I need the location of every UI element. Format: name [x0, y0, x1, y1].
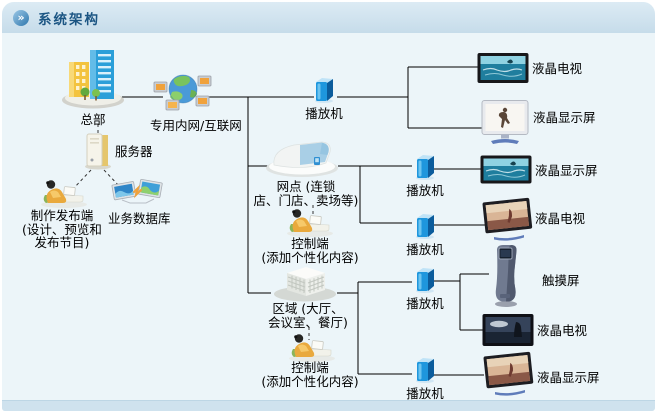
area-control-label: 控制端 (添加个性化内容) — [261, 360, 359, 389]
server-label: 服务器 — [115, 144, 153, 159]
node-label: 播放机 — [406, 386, 444, 401]
node-area-control — [286, 332, 338, 366]
player-box-icon — [413, 358, 437, 387]
lcd-monitor-icon — [481, 100, 529, 150]
lcd-tv-icon — [480, 155, 532, 189]
display-label: 液晶显示屏 — [535, 163, 598, 178]
node-display-4 — [482, 197, 534, 247]
headquarters-buildings-icon — [60, 50, 126, 113]
lcd-tv-icon — [482, 314, 534, 352]
branch-label: 网点 (连锁 店、门店、卖场等) — [253, 179, 359, 208]
database-label: 业务数据库 — [108, 211, 171, 226]
internet-globe-icon — [153, 74, 213, 119]
node-display-1 — [477, 52, 529, 88]
player-box-icon — [413, 155, 437, 184]
lcd-tv-tilted-icon — [483, 351, 535, 402]
node-player-4: 播放机 — [402, 266, 448, 311]
lcd-tv-tilted-icon — [482, 197, 534, 247]
node-headquarters: 总部 — [60, 47, 126, 127]
area-label: 区域 (大厅、 会议室、餐厅) — [268, 301, 348, 330]
display-label: 液晶显示屏 — [533, 110, 596, 125]
node-network: 专用内网/互联网 — [150, 71, 242, 133]
panel-footer — [2, 400, 655, 411]
node-database — [110, 176, 164, 212]
node-label: 播放机 — [406, 183, 444, 198]
control-terminal-icon — [286, 334, 338, 366]
node-label: 总部 — [80, 112, 106, 127]
node-label: 播放机 — [406, 296, 444, 311]
section-titlebar: » 系统架构 — [2, 2, 655, 33]
player-box-icon — [413, 268, 437, 297]
display-label: 液晶电视 — [537, 323, 588, 338]
node-player-5: 播放机 — [402, 356, 448, 401]
player-box-icon — [312, 78, 336, 107]
display-label: 触摸屏 — [542, 273, 580, 288]
node-player-1: 播放机 — [301, 76, 347, 121]
branch-store-icon — [264, 141, 340, 182]
producer-workstation-icon — [38, 180, 90, 212]
display-label: 液晶电视 — [532, 61, 583, 76]
node-label: 播放机 — [406, 242, 444, 257]
database-monitors-icon — [110, 178, 164, 212]
node-display-2 — [481, 100, 529, 150]
display-label: 液晶显示屏 — [537, 370, 600, 385]
node-branch-control — [284, 207, 336, 241]
branch-control-label: 控制端 (添加个性化内容) — [261, 236, 359, 265]
display-label: 液晶电视 — [535, 211, 586, 226]
producer-label: 制作发布端 (设计、预览和 发布节目) — [22, 208, 102, 250]
lcd-tv-icon — [477, 53, 529, 88]
node-display-5 — [488, 242, 524, 312]
node-label: 播放机 — [305, 106, 343, 121]
page-title: 系统架构 — [38, 11, 100, 28]
node-label: 专用内网/互联网 — [150, 118, 242, 133]
node-player-2: 播放机 — [402, 153, 448, 198]
node-player-3: 播放机 — [402, 212, 448, 257]
node-display-6 — [482, 312, 534, 352]
node-area-building — [270, 264, 340, 306]
arrow-circle-icon: » — [13, 9, 29, 26]
node-display-3 — [480, 155, 532, 189]
area-building-icon — [270, 267, 340, 306]
player-box-icon — [413, 214, 437, 243]
control-terminal-icon — [284, 209, 336, 241]
node-server — [82, 132, 114, 174]
node-producer — [38, 178, 90, 212]
touch-kiosk-icon — [488, 245, 524, 312]
node-display-7 — [483, 350, 535, 402]
server-tower-icon — [82, 133, 114, 174]
node-branch-store — [264, 138, 340, 182]
